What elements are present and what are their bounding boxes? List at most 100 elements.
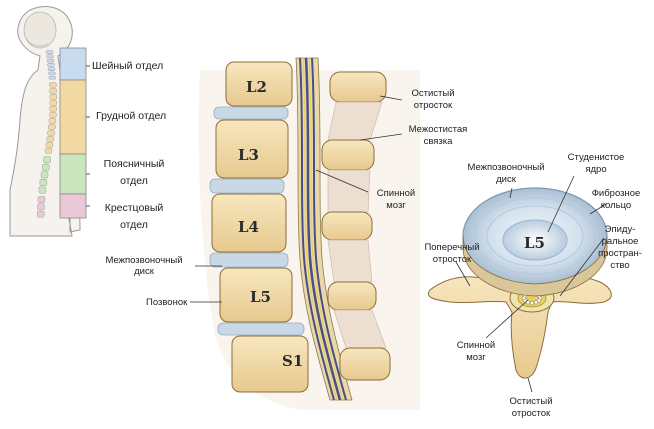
label-lumbar-2: отдел — [120, 175, 148, 187]
label-l4: L4 — [238, 218, 259, 236]
mini-vertebra — [47, 130, 55, 136]
label-annulus-1: Фиброзное — [591, 188, 641, 199]
region-brackets — [59, 47, 87, 219]
interspinous-ligament — [327, 239, 373, 283]
label-cross-disc-2: диск — [496, 174, 516, 185]
nerve-fiber — [536, 298, 541, 303]
mini-vertebra — [49, 106, 57, 112]
mini-vertebra — [46, 136, 54, 142]
label-nucleus-1: Студенистое — [567, 152, 625, 163]
label-epidural-2: ральное — [601, 236, 639, 247]
label-l2: L2 — [246, 78, 267, 96]
spinous-processes — [321, 71, 391, 381]
spinous-process — [321, 139, 375, 171]
label-l5-cross: L5 — [524, 234, 545, 252]
mini-vertebra — [48, 118, 57, 124]
mini-vertebra — [38, 186, 47, 194]
mini-vertebra — [45, 50, 54, 54]
mini-spine — [37, 50, 58, 218]
label-cross-spinous-2: отросток — [511, 408, 551, 419]
mini-vertebra — [49, 100, 58, 106]
label-epidural-4: ство — [610, 260, 630, 271]
label-sacral-2: отдел — [120, 219, 148, 231]
mini-vertebra — [37, 210, 45, 218]
label-cervical: Шейный отдел — [92, 60, 164, 72]
label-ligament-1: Межостистая — [408, 124, 468, 135]
label-sag-disc-2: диск — [134, 266, 154, 277]
spinous-process — [321, 211, 373, 241]
vertebral-body — [211, 193, 287, 253]
label-l3: L3 — [238, 146, 259, 164]
mini-vertebra — [49, 88, 57, 94]
mini-vertebra — [49, 112, 57, 118]
skull-icon — [23, 11, 57, 49]
label-lumbar-1: Поясничный — [103, 158, 165, 170]
label-annulus-2: кольцо — [600, 200, 632, 211]
mini-vertebra — [48, 124, 56, 130]
label-transverse-1: Поперечный — [424, 242, 480, 253]
vertebral-body — [231, 335, 309, 393]
mini-vertebra — [47, 67, 56, 71]
mini-vertebra — [46, 58, 55, 63]
sagittal-disc — [209, 252, 289, 268]
mini-vertebra — [48, 71, 56, 76]
leader-lines — [86, 65, 607, 393]
label-cross-disc-1: Межпозвоночный — [467, 162, 545, 173]
sagittal-discs — [209, 106, 305, 336]
label-cross-cord-1: Спинной — [456, 340, 496, 351]
mini-vertebra — [48, 76, 57, 80]
nerve-fiber — [534, 300, 539, 305]
vertebral-body — [215, 119, 289, 179]
sagittal-disc — [209, 178, 285, 194]
interspinous-ligament — [333, 309, 387, 349]
sagittal-section — [198, 57, 420, 410]
lumbar-region-box — [59, 153, 87, 195]
mini-vertebra — [49, 82, 57, 88]
cervical-region-box — [59, 47, 87, 81]
thoracic-region-box — [59, 79, 87, 155]
sagittal-disc — [213, 106, 289, 120]
nerve-fiber — [530, 301, 535, 306]
vertebral-body — [219, 267, 293, 323]
label-ligament-2: связка — [423, 136, 453, 147]
mini-vertebra — [45, 142, 54, 148]
label-sag-cord-1: Спинной — [376, 188, 416, 199]
label-cross-cord-2: мозг — [466, 352, 486, 363]
label-thoracic: Грудной отдел — [96, 110, 167, 122]
vertebral-body — [225, 61, 293, 107]
label-epidural-1: Эпиду- — [604, 224, 636, 235]
mini-vertebra — [37, 203, 45, 211]
sacral-region-box — [59, 193, 87, 219]
mini-vertebra — [47, 63, 55, 67]
mini-vertebra — [37, 196, 46, 203]
vertebral-bodies — [211, 61, 309, 393]
mini-vertebra — [49, 94, 57, 100]
spinous-process — [339, 347, 391, 381]
label-sacral-1: Крестцовый — [104, 202, 164, 214]
mini-vertebra — [42, 163, 50, 171]
mini-vertebra — [46, 54, 54, 59]
mini-vertebra — [44, 148, 53, 154]
label-transverse-2: отросток — [432, 254, 472, 265]
nucleus-pulposus — [502, 219, 568, 261]
label-spinous-1: Остистый — [411, 88, 455, 99]
spinous-process — [329, 71, 387, 103]
sagittal-disc — [217, 322, 305, 336]
label-spinous-2: отросток — [413, 100, 453, 111]
interspinous-ligament — [327, 169, 371, 213]
mini-vertebra — [39, 179, 48, 186]
interspinous-ligament — [327, 101, 383, 141]
mini-vertebra — [43, 156, 51, 164]
mini-vertebra — [40, 171, 49, 179]
cross-section — [428, 187, 612, 379]
spinous-process — [327, 281, 377, 311]
label-cross-spinous-1: Остистый — [509, 396, 553, 407]
label-epidural-3: простран- — [598, 248, 642, 259]
label-vertebra: Позвонок — [146, 297, 188, 308]
label-sag-cord-2: мозг — [386, 200, 406, 211]
label-l5: L5 — [250, 288, 271, 306]
label-sag-disc-1: Межпозвоночный — [105, 255, 183, 266]
spinal-canal — [295, 57, 353, 401]
